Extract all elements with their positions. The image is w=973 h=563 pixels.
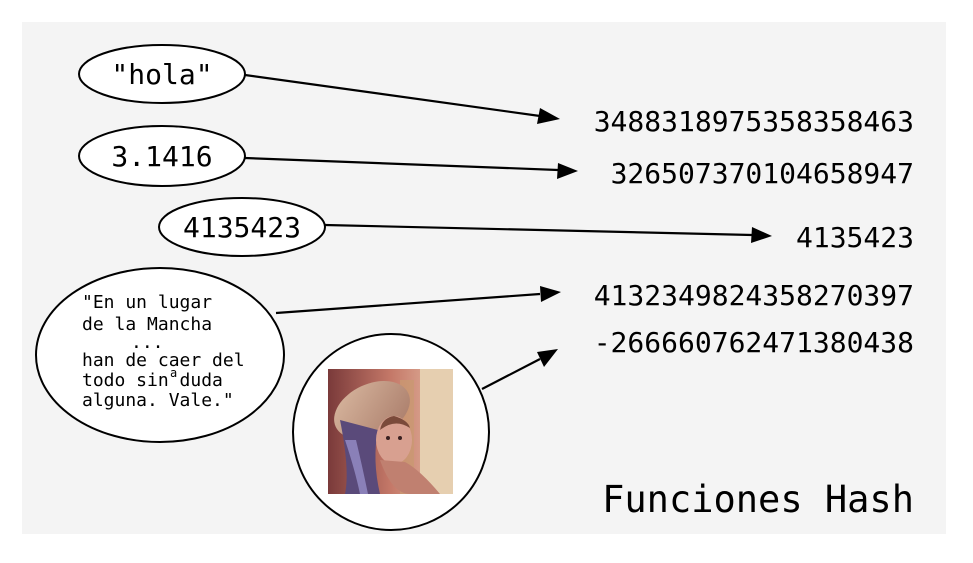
arrow-hola — [244, 73, 560, 124]
hash-quote: 4132349824358270397 — [594, 279, 914, 312]
quote-line-5: todo sin duda — [82, 370, 223, 391]
hash-image: -266660762471380438 — [594, 326, 914, 359]
quote-small-a: a — [170, 366, 177, 380]
arrow-image — [481, 349, 558, 390]
hash-integer: 4135423 — [796, 221, 914, 254]
hash-pi: 326507370104658947 — [611, 157, 914, 190]
input-ellipse-integer — [158, 197, 326, 257]
hash-hola: 3488318975358358463 — [594, 105, 914, 138]
quote-line-6: alguna. Vale." — [82, 390, 234, 411]
quote-line-1: "En un lugar — [82, 292, 212, 313]
arrow-pi — [244, 156, 578, 179]
arrow-integer — [324, 223, 772, 243]
input-ellipse-pi — [78, 125, 246, 187]
diagram-title: Funciones Hash — [602, 478, 914, 521]
arrow-quote — [275, 286, 561, 315]
quote-line-4: han de caer del — [82, 350, 245, 371]
quote-line-3: ... — [131, 332, 164, 353]
input-text-pi: 3.1416 — [111, 140, 212, 173]
quote-line-2: de la Mancha — [82, 314, 212, 335]
input-text-integer: 4135423 — [183, 211, 301, 244]
input-ellipse-hola — [78, 44, 246, 104]
input-text-hola: "hola" — [111, 58, 212, 91]
input-ellipse-quote — [35, 267, 285, 443]
portrait-photo-icon — [328, 369, 453, 494]
